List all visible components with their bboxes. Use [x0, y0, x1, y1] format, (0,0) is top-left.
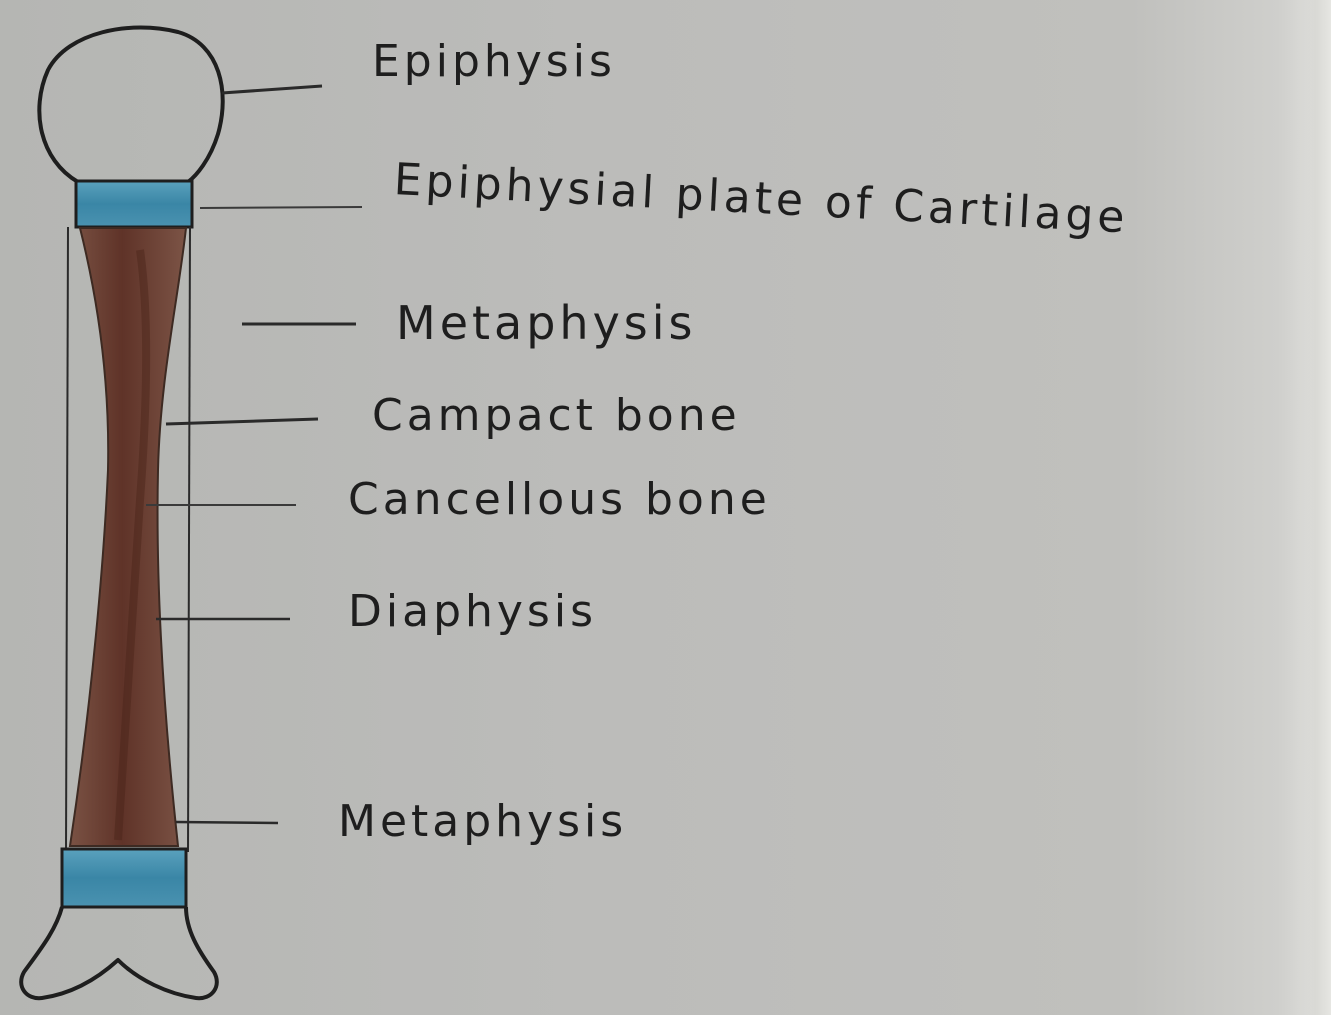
epiphysial-plate-top [76, 181, 192, 227]
epiphysis-bottom [21, 907, 217, 998]
leader-epiphysis [222, 86, 322, 93]
bone-outline-right [188, 227, 190, 852]
bone-outline-left [66, 227, 68, 852]
label-compact-bone: Campact bone [372, 394, 741, 438]
label-metaphysis-top: Metaphysis [396, 300, 697, 346]
epiphysial-plate-bottom [62, 849, 186, 907]
epiphysis-head [39, 28, 222, 182]
leader-metaphysis-bottom [176, 822, 278, 823]
label-epiphysis: Epiphysis [372, 40, 616, 84]
label-cancellous-bone: Cancellous bone [348, 478, 771, 522]
label-metaphysis-bottom: Metaphysis [338, 800, 627, 844]
label-diaphysis: Diaphysis [348, 590, 597, 634]
leader-epiphysial-plate [200, 207, 362, 208]
bone-shaft [70, 228, 186, 846]
